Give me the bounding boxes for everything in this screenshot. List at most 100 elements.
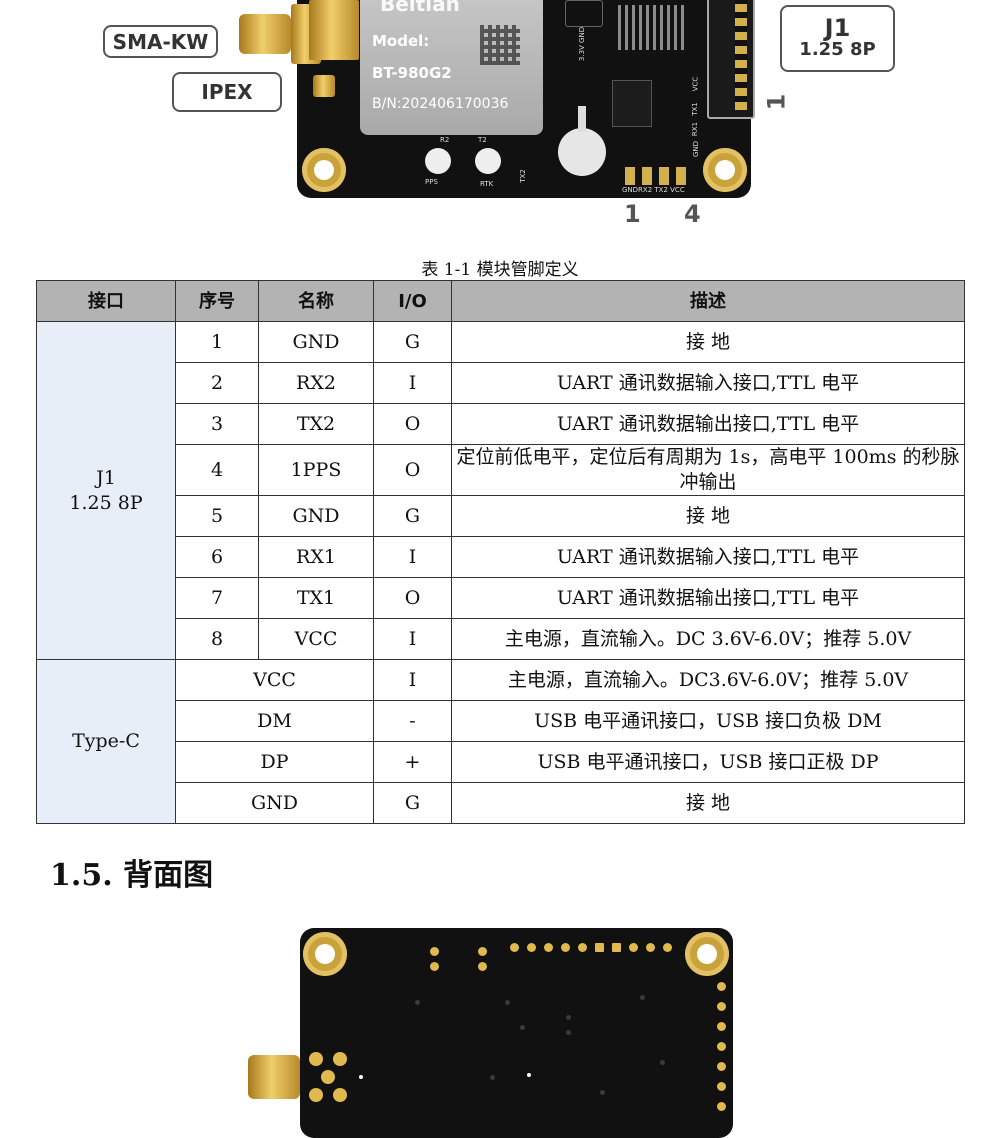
sma-pad-cluster xyxy=(305,1050,351,1104)
pcb-label: T2 xyxy=(478,136,487,144)
cell-number: 8 xyxy=(175,618,259,660)
pcb-label: PPS xyxy=(425,178,438,186)
pad xyxy=(646,943,655,952)
table-row: 7 TX1 O UART 通讯数据输出接口,TTL 电平 xyxy=(37,577,965,619)
section-heading: 1.5. 背面图 xyxy=(50,858,214,893)
cell-description: UART 通讯数据输入接口,TTL 电平 xyxy=(451,362,965,404)
mounting-hole xyxy=(302,148,346,192)
battery-icon xyxy=(558,128,606,176)
chip xyxy=(565,0,603,27)
pin-number-4: 4 xyxy=(684,200,701,228)
pcb-label: VCC xyxy=(691,76,700,92)
battery-lead xyxy=(578,106,586,132)
table-header-row: 接口 序号 名称 I/O 描述 xyxy=(36,280,965,322)
via xyxy=(505,1000,510,1005)
table-row: GND G 接 地 xyxy=(37,782,965,824)
sma-mount xyxy=(309,0,359,60)
ipex-connector-icon xyxy=(313,75,335,97)
cell-number: 6 xyxy=(175,536,259,578)
pad xyxy=(321,1070,335,1084)
group-j1-title: J1 xyxy=(96,466,116,489)
pad xyxy=(527,943,536,952)
led-icon xyxy=(425,148,451,174)
pad xyxy=(333,1052,347,1066)
table-row: 2 RX2 I UART 通讯数据输入接口,TTL 电平 xyxy=(37,362,965,404)
cell-name: VCC xyxy=(175,659,374,701)
cell-name: TX2 xyxy=(258,403,374,445)
cell-description: UART 通讯数据输入接口,TTL 电平 xyxy=(451,536,965,578)
pad xyxy=(717,1082,726,1091)
j1-connector xyxy=(707,0,755,119)
cell-name: GND xyxy=(258,495,374,537)
pcb-label: 3.3V GND xyxy=(578,26,587,62)
cell-io: I xyxy=(373,659,452,701)
cell-io: I xyxy=(373,362,452,404)
table-row: 5 GND G 接 地 xyxy=(37,495,965,537)
via xyxy=(415,1000,420,1005)
pcb-label: RX1 xyxy=(691,121,700,137)
via xyxy=(520,1025,525,1030)
table-row: DM - USB 电平通讯接口，USB 接口负极 DM xyxy=(37,700,965,742)
pad xyxy=(717,1002,726,1011)
pad xyxy=(561,943,570,952)
pad xyxy=(717,982,726,991)
cell-name: DM xyxy=(175,700,374,742)
pcb-label: TX1 xyxy=(690,102,699,116)
sma-connector-icon xyxy=(239,14,291,54)
pad xyxy=(430,962,439,971)
module-brand: Beitian xyxy=(380,0,460,16)
pad xyxy=(717,1022,726,1031)
pin-number-1: 1 xyxy=(624,200,641,228)
cell-number: 2 xyxy=(175,362,259,404)
j1-pin-marker: 1 xyxy=(762,93,791,111)
pad xyxy=(629,943,638,952)
cell-io: + xyxy=(373,741,452,783)
table-row: 4 1PPS O 定位前低电平，定位后有周期为 1s，高电平 100ms 的秒脉… xyxy=(37,444,965,496)
group-j1: J1 1.25 8P xyxy=(36,321,176,660)
pcb-label: GND xyxy=(692,140,701,158)
cell-description: UART 通讯数据输出接口,TTL 电平 xyxy=(451,403,965,445)
table-row: DP + USB 电平通讯接口，USB 接口正极 DP xyxy=(37,741,965,783)
cell-io: I xyxy=(373,536,452,578)
cell-number: 7 xyxy=(175,577,259,619)
callout-j1: J1 1.25 8P xyxy=(780,5,895,72)
callout-sma-kw: SMA-KW xyxy=(103,25,218,58)
mounting-hole xyxy=(685,932,729,976)
sma-connector-icon xyxy=(248,1055,300,1099)
pad xyxy=(595,943,604,952)
cell-io: G xyxy=(373,782,452,824)
qr-code-icon xyxy=(480,25,520,65)
cell-name: DP xyxy=(175,741,374,783)
cell-description: 接 地 xyxy=(451,782,965,824)
col-header-interface: 接口 xyxy=(36,280,176,322)
pad xyxy=(333,1088,347,1102)
pad xyxy=(544,943,553,952)
component-array xyxy=(618,5,688,50)
table-caption: 表 1-1 模块管脚定义 xyxy=(421,260,579,280)
cell-io: O xyxy=(373,403,452,445)
cell-name: TX1 xyxy=(258,577,374,619)
pad xyxy=(309,1052,323,1066)
via xyxy=(359,1075,363,1079)
group-j1-sub: 1.25 8P xyxy=(69,491,143,514)
cell-name: GND xyxy=(258,321,374,363)
pad xyxy=(717,1102,726,1111)
pcb-label: TX2 xyxy=(518,169,527,183)
pad xyxy=(717,1042,726,1051)
via xyxy=(566,1030,571,1035)
via xyxy=(490,1075,495,1080)
cell-io: - xyxy=(373,700,452,742)
table-row: 6 RX1 I UART 通讯数据输入接口,TTL 电平 xyxy=(37,536,965,578)
via xyxy=(640,995,645,1000)
cell-name: RX2 xyxy=(258,362,374,404)
pad xyxy=(578,943,587,952)
via xyxy=(600,1090,605,1095)
cell-description: USB 电平通讯接口，USB 接口负极 DM xyxy=(451,700,965,742)
led-icon xyxy=(475,148,501,174)
group-type-c: Type-C xyxy=(36,659,176,824)
col-header-io: I/O xyxy=(373,280,452,322)
cell-number: 5 xyxy=(175,495,259,537)
four-pin-label: GNDRX2 TX2 VCC xyxy=(622,186,685,194)
cell-description: 接 地 xyxy=(451,321,965,363)
via xyxy=(660,1060,665,1065)
